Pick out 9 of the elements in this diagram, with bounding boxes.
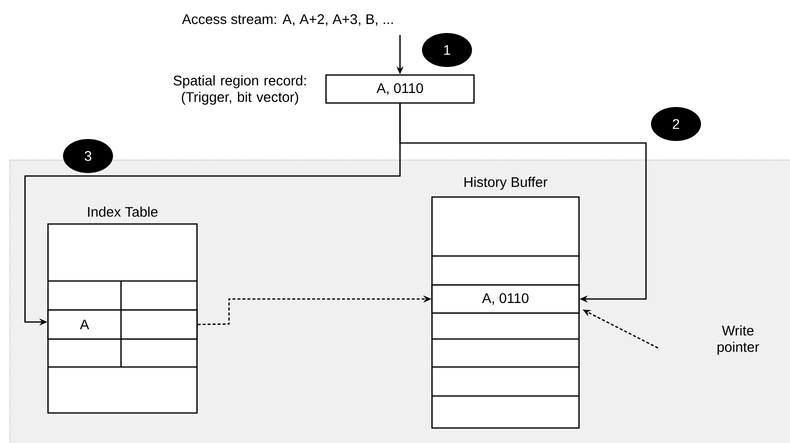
record-box: A, 0110	[325, 74, 475, 104]
table-cell: A	[47, 309, 198, 340]
callout-number: 1	[422, 33, 472, 67]
table-cell: A, 0110	[431, 284, 580, 314]
callout-number: 3	[63, 139, 113, 173]
text-label: Spatial region record: (Trigger, bit vector)	[174, 75, 306, 105]
text-label: Access stream: A, A+2, A+3, B, ...	[182, 14, 393, 26]
text-label: Write pointer	[718, 325, 760, 355]
callout-number: 2	[651, 107, 701, 141]
